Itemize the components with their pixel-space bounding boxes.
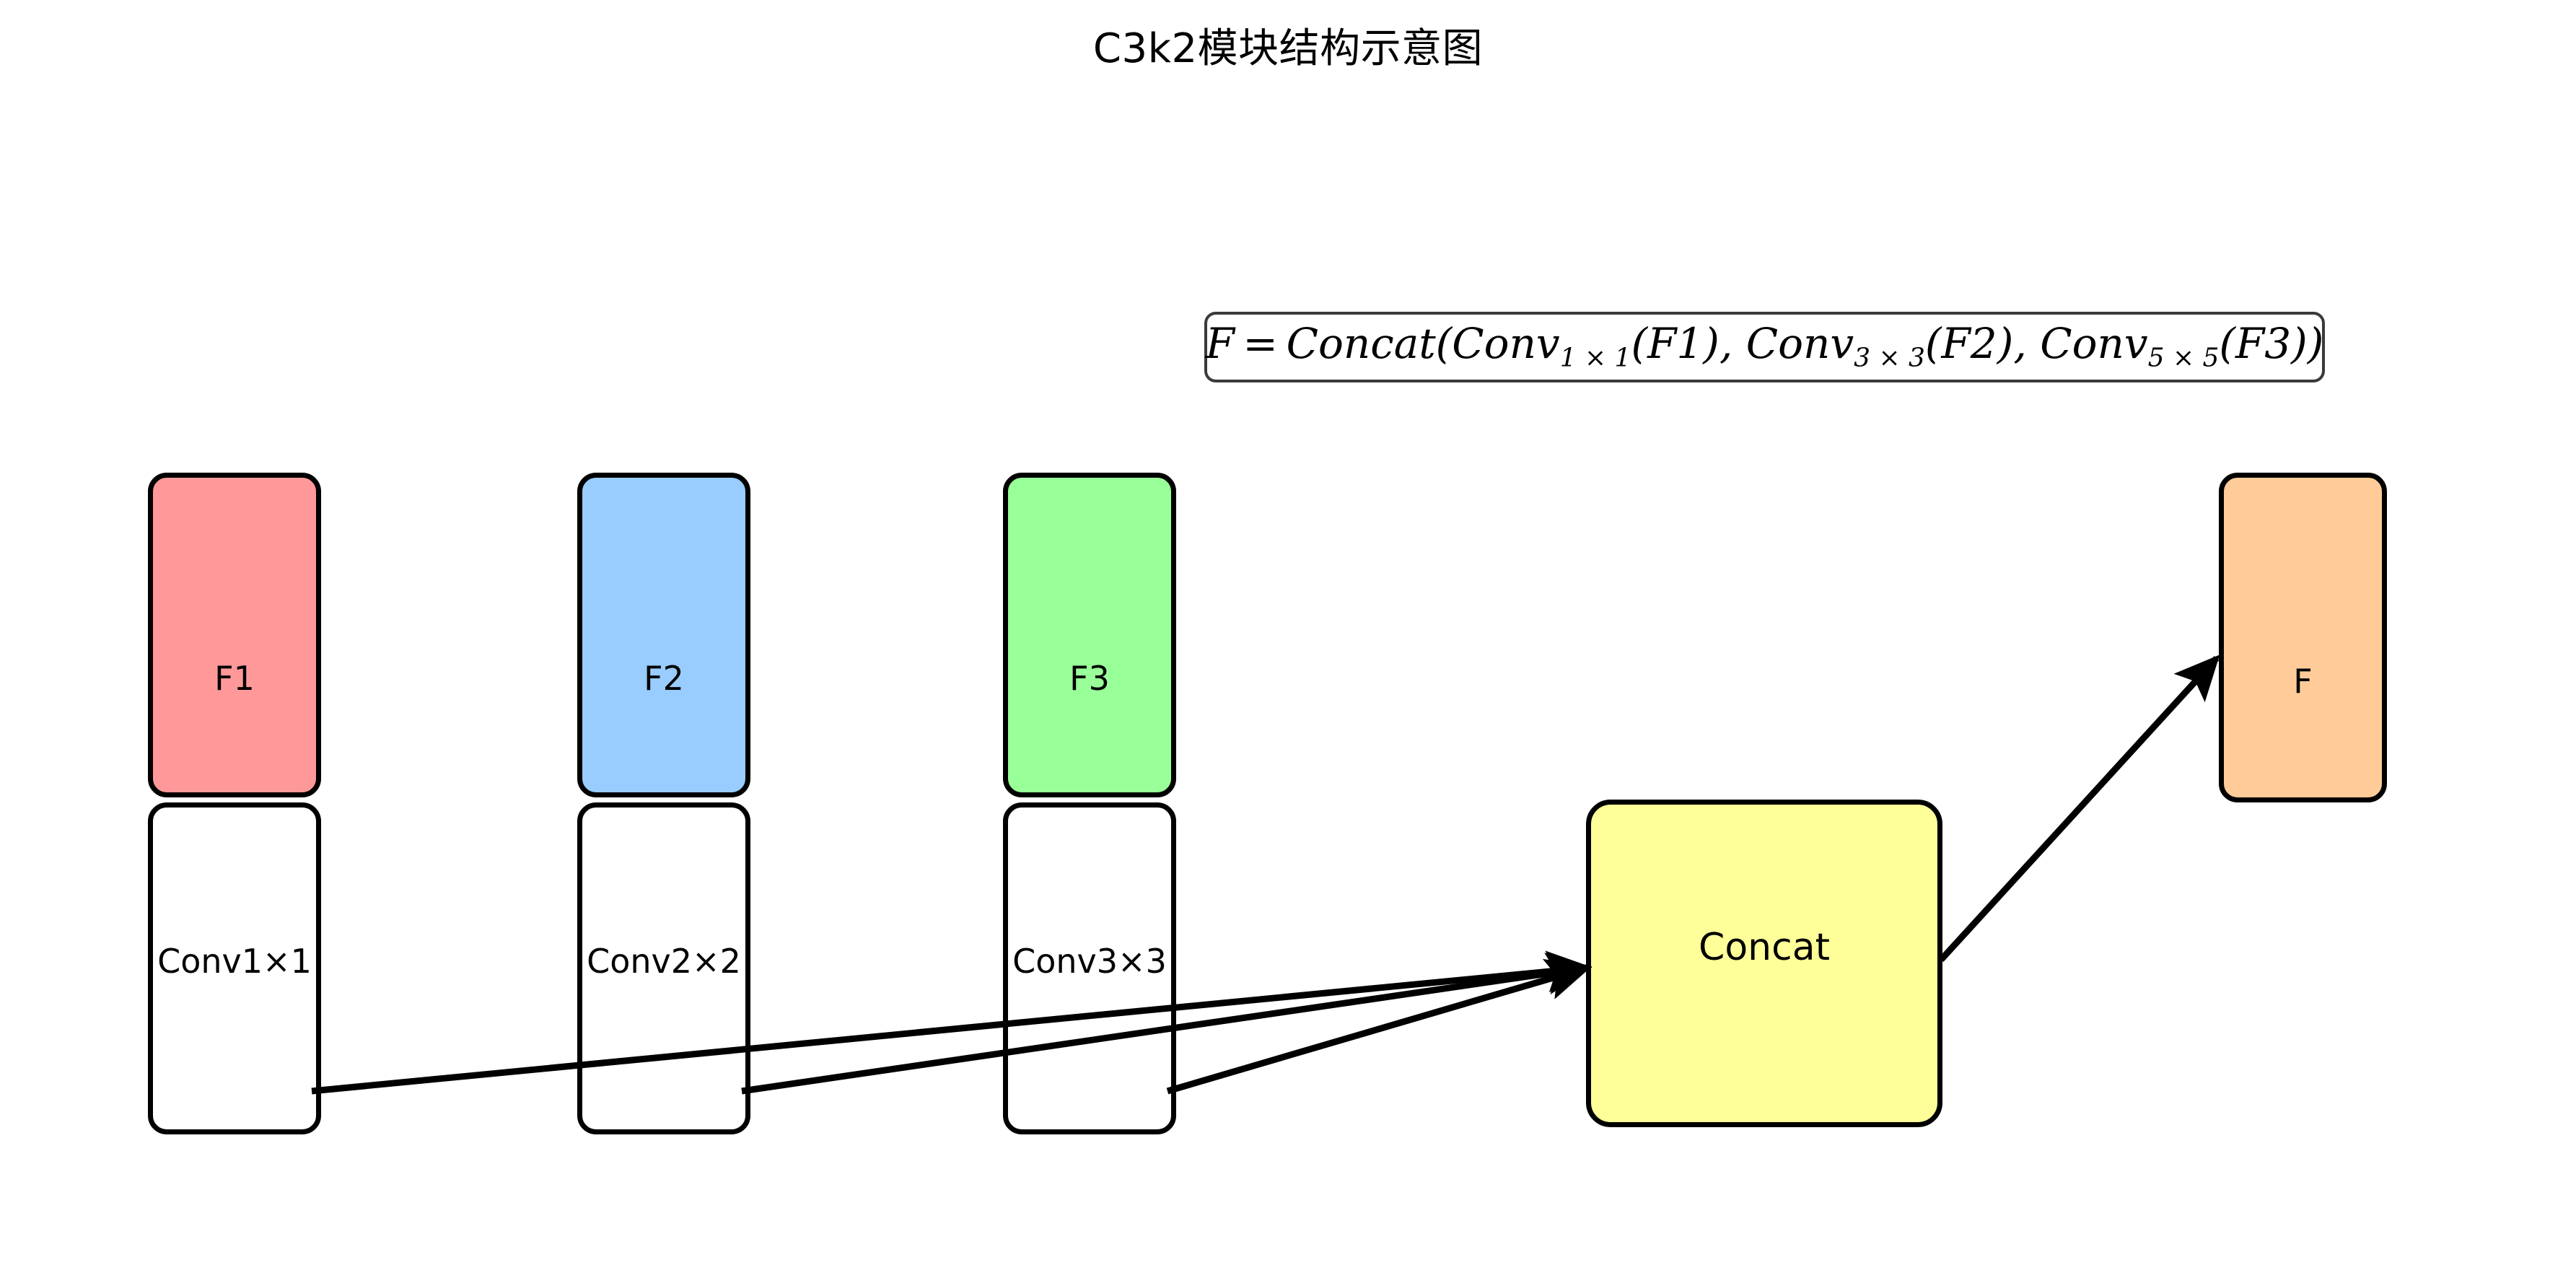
block-conv-1-label: Conv1×1 (157, 942, 312, 981)
page-title: C3k2模块结构示意图 (1092, 25, 1484, 72)
block-conv-2-label: Conv2×2 (587, 942, 741, 981)
formula-function: Concat (1286, 319, 1436, 369)
block-feature-f2-label: F2 (644, 659, 684, 698)
formula-lhs: F (1205, 319, 1235, 369)
block-concat[interactable]: Concat (1586, 800, 1942, 1127)
edge-concat-to-output (1938, 655, 2220, 963)
block-output-f[interactable]: F (2219, 473, 2387, 802)
block-conv-3-label: Conv3×3 (1012, 942, 1167, 981)
block-conv-2[interactable]: Conv2×2 (577, 802, 750, 1134)
formula-text: F = Concat(Conv1 × 1(F1), Conv3 × 3(F2),… (1205, 319, 2324, 373)
edge-conv3-to-concat (1166, 958, 1593, 1095)
formula-term-2-arg: F2 (1941, 319, 1997, 369)
block-feature-f3-label: F3 (1069, 659, 1110, 698)
block-feature-f3[interactable]: F3 (1003, 473, 1176, 797)
block-feature-f1[interactable]: F1 (148, 473, 321, 797)
edge-conv1-to-concat (311, 950, 1593, 1095)
formula-term-1-arg: F1 (1647, 319, 1704, 369)
block-concat-label: Concat (1699, 926, 1830, 969)
formula-term-3-arg: F3 (2235, 319, 2292, 369)
block-feature-f2[interactable]: F2 (577, 473, 750, 797)
block-conv-3[interactable]: Conv3×3 (1003, 802, 1176, 1134)
formula-term-2-op: Conv (1745, 319, 1854, 369)
block-output-f-label: F (2293, 661, 2313, 701)
block-conv-1[interactable]: Conv1×1 (148, 802, 321, 1134)
formula-box: F = Concat(Conv1 × 1(F1), Conv3 × 3(F2),… (1204, 312, 2325, 382)
block-feature-f1-label: F1 (214, 659, 255, 698)
formula-equals: = (1243, 319, 1279, 369)
formula-term-3-kernel: 5 × 5 (2147, 343, 2220, 373)
formula-term-1-op: Conv (1452, 319, 1560, 369)
formula-term-3-op: Conv (2040, 319, 2148, 369)
formula-term-1-kernel: 1 × 1 (1559, 343, 1631, 373)
formula-term-2-kernel: 3 × 3 (1854, 343, 1925, 373)
